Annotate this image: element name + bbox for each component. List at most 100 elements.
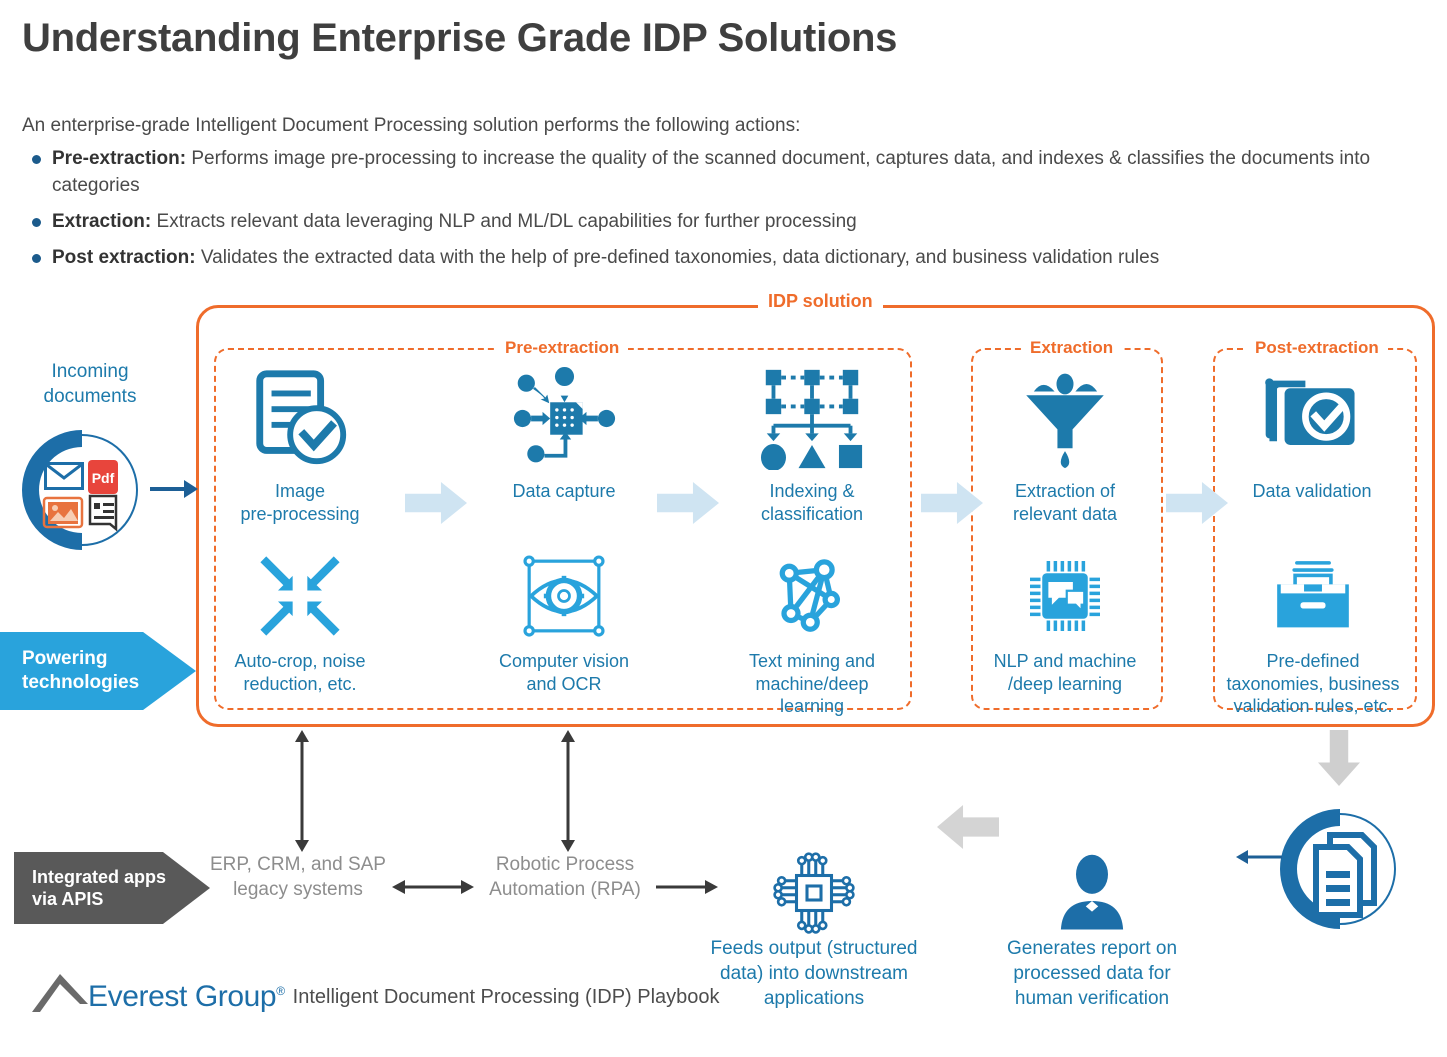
erp-vertical-double-arrow-icon — [294, 730, 310, 852]
eye-gear-icon — [474, 548, 654, 644]
step-image-pre-processing: Image pre-processing — [210, 362, 390, 525]
tech-pre-defined-taxonomies: Pre-defined taxonomies, business validat… — [1212, 548, 1414, 718]
tech-text-mining: Text mining and machine/deep learning — [712, 548, 912, 718]
caption-line: and OCR — [526, 673, 602, 694]
tech-caption: Computer vision and OCR — [474, 650, 654, 695]
caption-line: Pre-defined — [1266, 651, 1360, 671]
caption-line: Robotic Process — [495, 854, 635, 875]
caption-line: Feeds output (structured — [710, 938, 918, 959]
caption-line: /deep learning — [1007, 673, 1123, 694]
step-extraction-relevant-data: Extraction of relevant data — [975, 362, 1155, 525]
caption-line: Text mining and — [748, 651, 876, 671]
page-title: Understanding Enterprise Grade IDP Solut… — [22, 16, 898, 60]
caption-line: Indexing & — [769, 481, 855, 501]
post-extraction-label: Post-extraction — [1246, 338, 1388, 358]
banner-line: technologies — [22, 672, 140, 693]
bullet-term: Post extraction: — [52, 246, 196, 268]
step-caption: Data validation — [1222, 480, 1402, 503]
step-caption: Image pre-processing — [210, 480, 390, 525]
neural-network-icon — [712, 548, 912, 644]
caption-line: human verification — [1014, 988, 1170, 1010]
tech-caption: Pre-defined taxonomies, business validat… — [1212, 650, 1414, 718]
chip-chat-icon — [973, 548, 1157, 644]
caption-line: relevant data — [1012, 503, 1118, 524]
registered-mark: ® — [276, 984, 285, 998]
document-check-icon — [210, 362, 390, 474]
report-to-feeds-arrow-icon — [937, 805, 999, 849]
intro-block: An enterprise-grade Intelligent Document… — [22, 115, 1402, 272]
feeds-output-block: Feeds output (structured data) into down… — [700, 850, 928, 1011]
rpa-vertical-double-arrow-icon — [560, 730, 576, 852]
output-left-arrow-icon — [1236, 848, 1282, 866]
caption-line: learning — [779, 696, 845, 717]
powering-technologies-banner: Powering technologies — [0, 632, 196, 710]
pre-extraction-label: Pre-extraction — [496, 338, 629, 358]
caption-line: ERP, CRM, and SAP — [209, 854, 386, 875]
banner-line: via APIS — [32, 889, 104, 909]
caption-line: pre-processing — [240, 503, 360, 524]
caption-line: processed data for — [1013, 963, 1171, 985]
caption-line: Image — [274, 481, 326, 501]
invoice-icon — [88, 494, 118, 532]
erp-rpa-double-arrow-icon — [392, 878, 474, 896]
bullet-item-pre-extraction: Pre-extraction: Performs image pre-proce… — [22, 146, 1402, 200]
step-data-capture: Data capture — [474, 362, 654, 503]
incoming-flow-arrow-icon — [150, 478, 198, 500]
bullet-dot-icon — [32, 217, 41, 227]
caption-line: validation rules, etc. — [1233, 696, 1393, 717]
bullet-text: Performs image pre-processing to increas… — [52, 148, 1371, 196]
chip-circuit-icon — [700, 850, 928, 936]
footer-brand: Everest Group® — [88, 982, 285, 1012]
image-icon — [42, 496, 84, 529]
extraction-label: Extraction — [1021, 338, 1123, 358]
bullet-item-extraction: Extraction: Extracts relevant data lever… — [22, 209, 1402, 236]
tech-auto-crop: Auto-crop, noise reduction, etc. — [210, 548, 390, 695]
crop-arrows-icon — [210, 548, 390, 644]
label-line: Incoming — [51, 361, 129, 382]
output-documents-icon — [1270, 795, 1410, 943]
tech-caption: NLP and machine /deep learning — [973, 650, 1157, 695]
caption-line: Automation (RPA) — [489, 879, 641, 901]
caption-line: NLP and machine — [993, 651, 1137, 671]
caption-line: Generates report on — [1006, 938, 1178, 959]
erp-legacy-systems-label: ERP, CRM, and SAP legacy systems — [205, 852, 391, 902]
bullet-term: Pre-extraction: — [52, 148, 187, 169]
classification-tree-icon — [722, 362, 902, 474]
label-line: documents — [43, 385, 137, 407]
caption-line: Data validation — [1252, 481, 1372, 501]
caption-line: data) into downstream — [720, 963, 908, 985]
bullet-text: Validates the extracted data with the he… — [195, 246, 1160, 268]
footer: Everest Group® Intelligent Document Proc… — [30, 972, 720, 1012]
caption-line: classification — [760, 503, 864, 524]
incoming-documents-icon: Pdf — [14, 415, 154, 565]
output-down-arrow-icon — [1318, 730, 1360, 786]
brand-text: Everest Group — [88, 980, 277, 1013]
folder-check-icon — [1222, 362, 1402, 474]
caption-line: Auto-crop, noise — [234, 651, 366, 671]
envelope-icon — [44, 462, 84, 490]
svg-text:Pdf: Pdf — [92, 470, 115, 486]
pdf-icon: Pdf — [88, 460, 118, 494]
tech-caption: Auto-crop, noise reduction, etc. — [210, 650, 390, 695]
caption-line: Extraction of — [1014, 481, 1116, 501]
tech-caption: Text mining and machine/deep learning — [712, 650, 912, 718]
caption-line: reduction, etc. — [243, 673, 357, 694]
step-data-validation: Data validation — [1222, 362, 1402, 503]
bullet-text: Extracts relevant data leveraging NLP an… — [151, 210, 857, 232]
caption-line: Computer vision — [498, 651, 630, 671]
caption-line: Data capture — [512, 481, 616, 501]
banner-line: Powering — [22, 648, 108, 670]
intro-sentence: An enterprise-grade Intelligent Document… — [22, 115, 801, 136]
idp-solution-label: IDP solution — [758, 291, 883, 312]
caption-line: applications — [763, 988, 865, 1010]
bullet-dot-icon — [32, 155, 41, 164]
integrated-apps-banner: Integrated apps via APIS — [14, 852, 210, 924]
generates-report-block: Generates report on processed data for h… — [990, 850, 1194, 1011]
tech-nlp-ml: NLP and machine /deep learning — [973, 548, 1157, 695]
step-caption: Extraction of relevant data — [975, 480, 1155, 525]
rpa-label: Robotic Process Automation (RPA) — [472, 852, 658, 902]
funnel-icon — [975, 362, 1155, 474]
everest-group-logo-icon — [32, 974, 88, 1012]
rpa-feeds-arrow-icon — [656, 878, 718, 896]
caption-line: taxonomies, business — [1226, 673, 1400, 694]
